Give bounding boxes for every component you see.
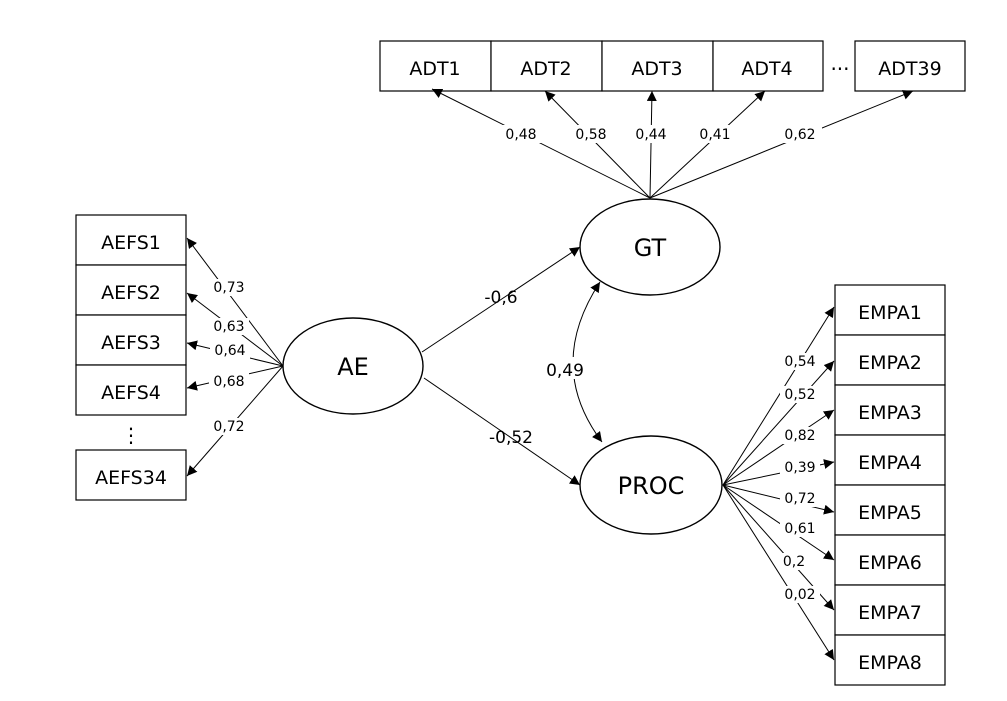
empa6-box [834,534,946,586]
proc-label: PROC [618,472,685,500]
loading-adt3: 0,44 [635,127,666,143]
loading-adt4: 0,41 [699,127,730,143]
empa7-box [834,584,946,636]
adt39-label: ADT39 [878,58,941,80]
aefs34-box [75,449,187,501]
empa-indicators: EMPA1 EMPA2 EMPA3 EMPA4 EMPA5 EMPA6 EMPA… [834,284,946,686]
loading-aefs4: 0,68 [213,374,244,390]
adt2-label: ADT2 [520,58,571,80]
arrow-gt-adt39 [649,90,914,199]
adt-ellipsis: ··· [830,57,849,81]
adt-loading-arrows [431,88,914,199]
aefs-indicators: AEFS1 AEFS2 AEFS3 AEFS4 ⋮ AEFS34 [75,214,187,501]
loading-adt39: 0,62 [784,127,815,143]
adt1-box [379,40,492,92]
latent-ae: AE [282,317,424,415]
adt4-box [712,40,824,92]
adt3-box [601,40,714,92]
aefs-ellipsis: ⋮ [121,423,141,447]
path-gt-proc-label: 0,49 [546,361,584,381]
aefs4-box [75,364,187,416]
arrow-proc-empa3 [722,409,835,486]
latent-proc: PROC [579,435,723,535]
arrow-proc-empa6 [722,484,835,561]
adt4-label: ADT4 [741,58,792,80]
structural-labels: -0,6 -0,52 0,49 [484,288,589,448]
loading-empa8: 0,02 [784,587,815,603]
empa1-label: EMPA1 [858,302,922,324]
loading-aefs3: 0,64 [214,343,245,359]
arrow-gt-adt4 [649,90,766,199]
empa8-label: EMPA8 [858,652,922,674]
arrow-proc-empa8 [722,484,835,661]
empa3-label: EMPA3 [858,402,922,424]
adt-indicators: ADT1 ADT2 ADT3 ADT4 ··· ADT39 [379,40,966,92]
adt3-label: ADT3 [631,58,682,80]
empa2-label: EMPA2 [858,352,922,374]
empa4-label: EMPA4 [858,452,922,474]
loading-aefs34: 0,72 [213,419,244,435]
loading-empa7: 0,2 [783,554,805,570]
aefs-loadings: 0,73 0,63 0,64 0,68 0,72 [209,279,250,435]
gt-label: GT [634,234,667,262]
empa7-label: EMPA7 [858,602,922,624]
arrow-gt-adt2 [544,90,651,199]
gt-ellipse [579,198,721,296]
adt2-box [490,40,603,92]
loading-adt1: 0,48 [505,127,536,143]
aefs1-label: AEFS1 [101,232,161,254]
arrow-ae-aefs1 [186,237,284,367]
aefs2-label: AEFS2 [101,282,161,304]
aefs2-box [75,264,187,316]
empa6-label: EMPA6 [858,552,922,574]
loading-adt2: 0,58 [575,127,606,143]
ae-label: AE [337,353,369,381]
aefs34-label: AEFS34 [95,467,167,489]
aefs3-label: AEFS3 [101,332,161,354]
empa8-box [834,634,946,686]
arrow-proc-empa1 [722,306,835,486]
empa5-label: EMPA5 [858,502,922,524]
aefs4-label: AEFS4 [101,382,161,404]
aefs3-box [75,314,187,366]
empa2-box [834,334,946,386]
arrow-ae-proc [423,377,581,486]
loading-empa6: 0,61 [784,521,815,537]
arrow-proc-empa5 [722,484,835,515]
loading-empa1: 0,54 [784,354,815,370]
path-ae-proc-label: -0,52 [489,428,533,448]
loading-empa3: 0,82 [784,428,815,444]
ae-ellipse [282,317,424,415]
loading-empa5: 0,72 [784,491,815,507]
path-ae-gt-label: -0,6 [484,288,517,308]
loading-aefs1: 0,73 [213,280,244,296]
empa-loadings: 0,54 0,52 0,82 0,39 0,72 0,61 0,2 0,02 [780,353,820,603]
empa3-box [834,384,946,436]
adt1-label: ADT1 [409,58,460,80]
loading-aefs2: 0,63 [213,319,244,335]
arrow-ae-gt [421,246,581,353]
empa1-box [834,284,946,336]
proc-ellipse [579,435,723,535]
empa4-box [834,434,946,486]
adt-loadings: 0,48 0,58 0,44 0,41 0,62 [499,125,822,143]
arrow-gt-adt3 [646,90,657,199]
loading-empa4: 0,39 [784,460,815,476]
latent-gt: GT [579,198,721,296]
arrow-gt-adt1 [431,88,651,199]
arrow-proc-empa2 [722,360,835,486]
aefs1-box [75,214,187,266]
loading-empa2: 0,52 [784,387,815,403]
